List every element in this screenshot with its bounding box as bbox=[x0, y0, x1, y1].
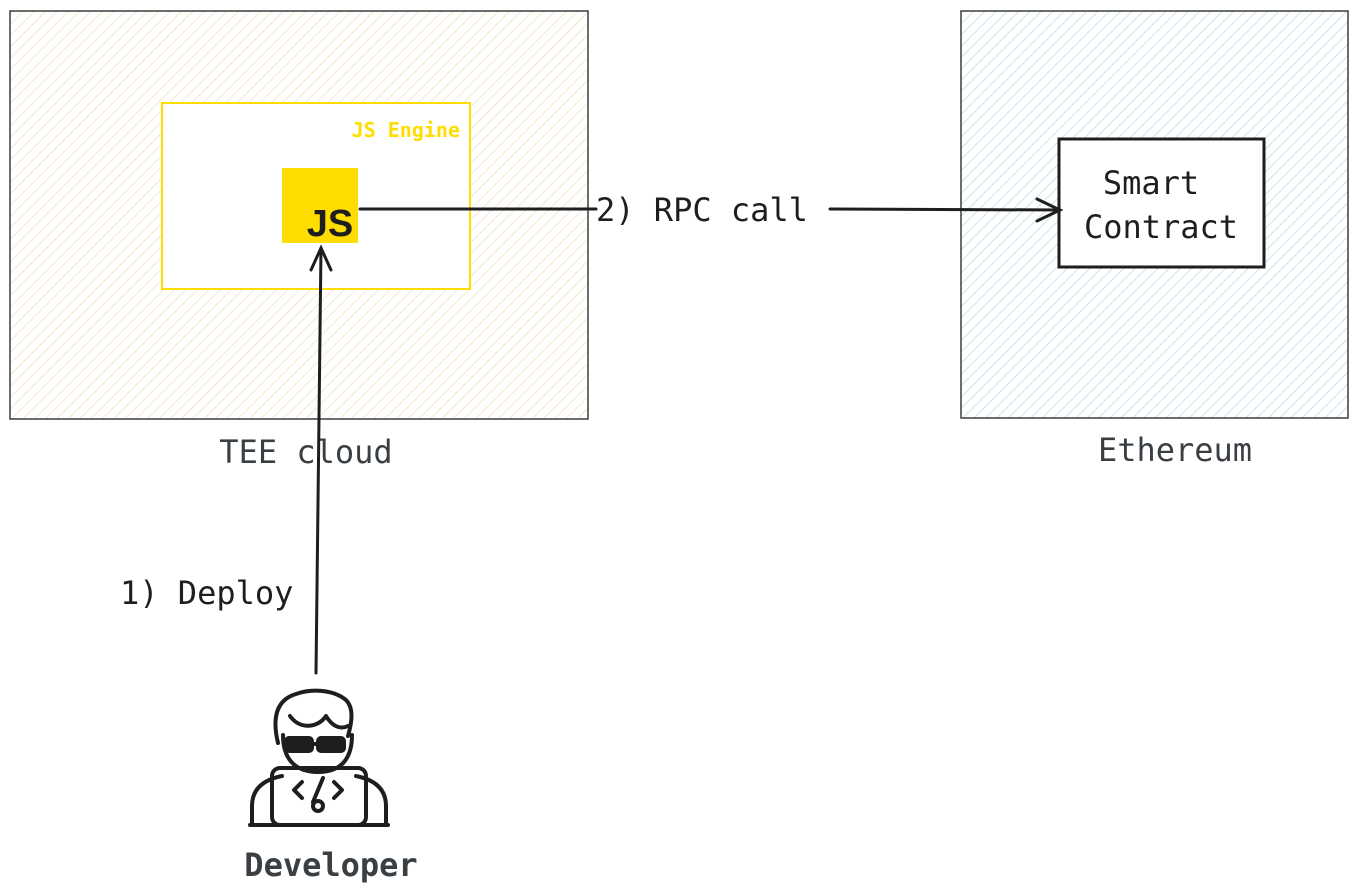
rpc-call-label: 2) RPC call bbox=[596, 191, 808, 229]
developer-icon bbox=[248, 688, 390, 827]
smart-contract-box: Smart Contract bbox=[1057, 137, 1266, 269]
smart-contract-line2: Contract bbox=[1084, 208, 1238, 246]
js-logo-icon: JS bbox=[282, 168, 358, 245]
js-logo-text: JS bbox=[307, 203, 353, 245]
tee-cloud-label: TEE cloud bbox=[219, 433, 392, 471]
ethereum-label: Ethereum bbox=[1098, 431, 1252, 469]
smart-contract-line1: Smart bbox=[1103, 164, 1199, 202]
deploy-arrow bbox=[309, 244, 333, 675]
js-engine-label: JS Engine bbox=[352, 118, 460, 142]
rpc-call-arrow bbox=[358, 197, 1064, 223]
developer-label: Developer bbox=[244, 846, 417, 884]
deploy-label: 1) Deploy bbox=[120, 574, 293, 612]
